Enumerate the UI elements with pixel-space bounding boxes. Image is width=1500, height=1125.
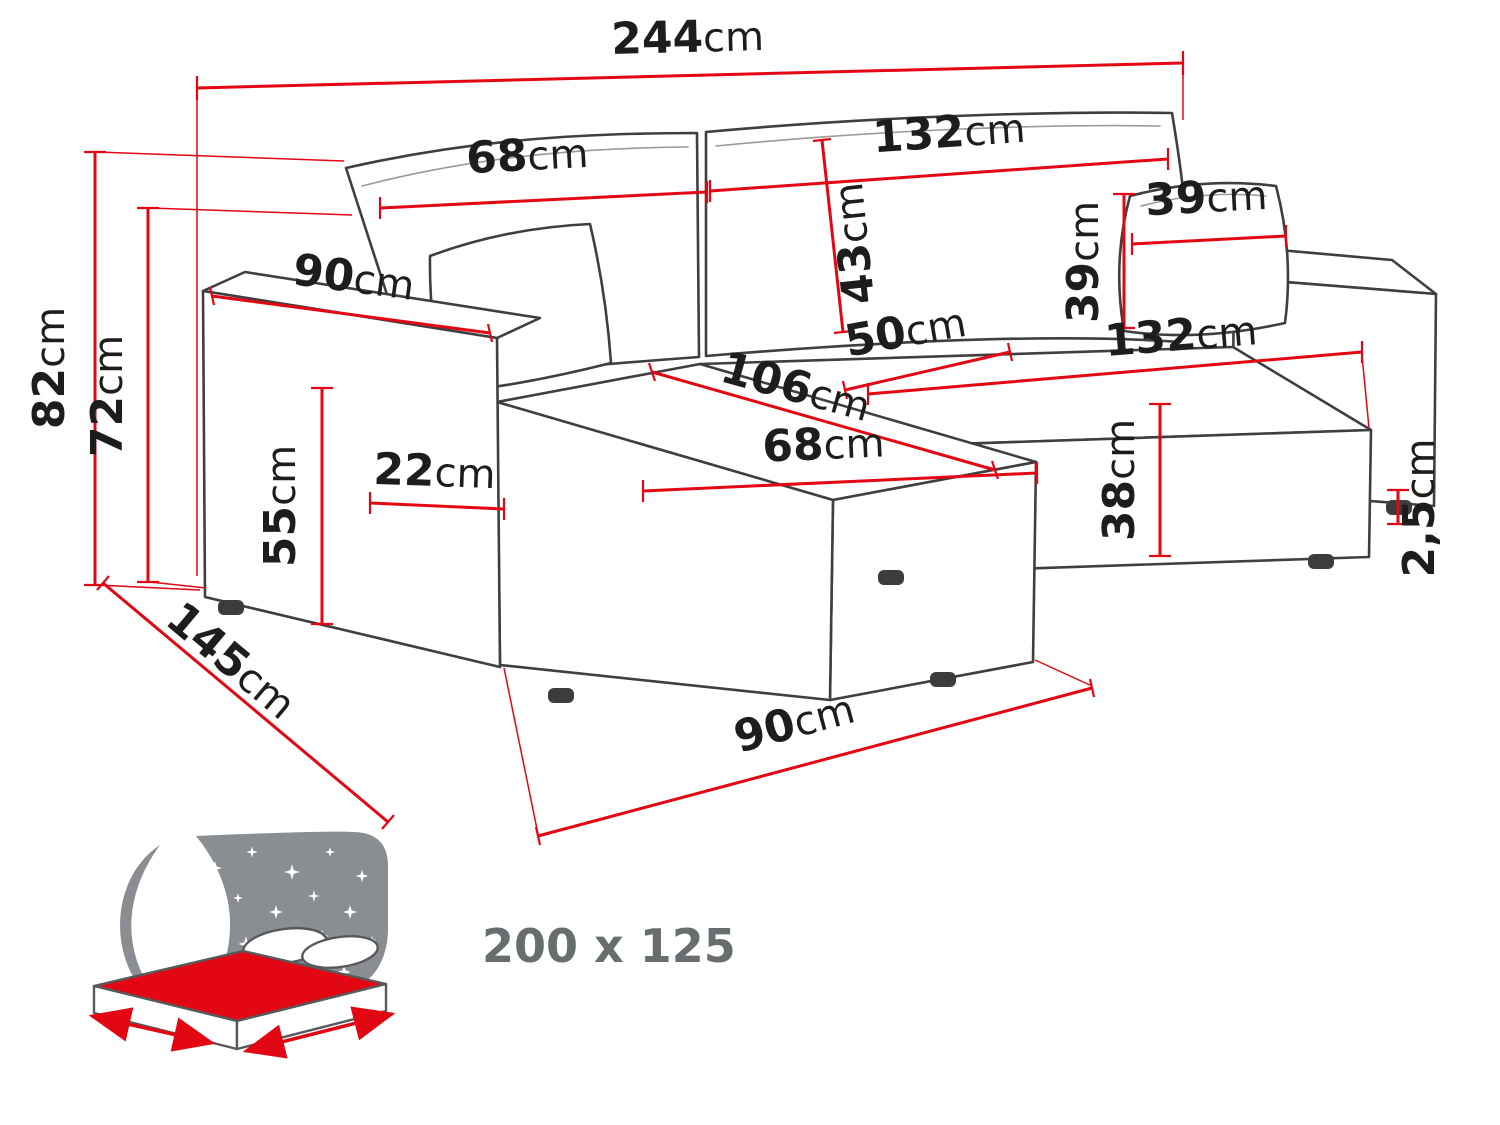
right-pillow-seam	[1140, 193, 1267, 207]
pillow-icon	[301, 935, 379, 969]
dim-label-total-width: 244cm	[611, 10, 765, 65]
dim-label-chaise-seat-width: 68cm	[761, 416, 885, 472]
dim-label-chaise-length: 106cm	[715, 342, 876, 432]
dim-label-leg-height: 2,5cm	[1394, 439, 1445, 578]
backrest-right-seam	[715, 124, 1161, 147]
dim-backrest-height: 72cm	[82, 206, 353, 589]
dim-armrest-width: 22cm	[368, 444, 506, 520]
right-pillow	[1117, 181, 1290, 337]
dim-label-backrest-height: 72cm	[82, 335, 133, 457]
sofa-drawing	[201, 111, 1438, 703]
dim-armrest-height: 55cm	[255, 386, 333, 626]
sofa-leg	[218, 600, 244, 615]
dim-label-seat-depth: 50cm	[841, 296, 970, 367]
backrest-left-seam	[361, 146, 689, 187]
dim-label-armrest-width: 22cm	[373, 444, 497, 499]
length-arrow	[242, 1006, 396, 1059]
dim-label-backrest-right-width: 132cm	[871, 102, 1027, 164]
sofa-leg	[1308, 554, 1334, 569]
dim-backrest-right-width: 132cm	[708, 102, 1170, 202]
dim-chaise-seat-width: 68cm	[641, 416, 1039, 502]
dim-label-backrest-left-width: 68cm	[465, 127, 590, 184]
width-arrow	[88, 1007, 216, 1052]
night-sky-crescent	[120, 845, 165, 1008]
sofa-leg	[878, 570, 904, 585]
sofa-leg	[548, 688, 574, 703]
sleeping-area-icon: 200 x 125	[88, 831, 736, 1059]
dim-seat-depth: 50cm	[841, 296, 1014, 400]
dim-total-height: 82cm	[24, 150, 345, 591]
dim-label-seat-width: 132cm	[1103, 304, 1259, 367]
dim-label-total-height: 82cm	[24, 307, 75, 429]
dim-pillow-height: 39cm	[1058, 192, 1135, 330]
sofa-leg	[930, 672, 956, 687]
dim-label-armrest-depth: 90cm	[290, 244, 418, 311]
dim-backrest-cushion-height: 43cm	[812, 137, 885, 335]
dim-label-seat-height: 38cm	[1094, 419, 1145, 541]
dim-leg-height: 2,5cm	[1387, 439, 1445, 578]
dim-label-armrest-height: 55cm	[255, 445, 306, 567]
dim-label-pillow-height: 39cm	[1058, 201, 1109, 323]
dim-armrest-depth: 90cm	[208, 244, 494, 343]
dim-total-width: 244cm	[195, 10, 1185, 576]
chaise-front	[828, 460, 1038, 702]
sleeping-area-size: 200 x 125	[482, 919, 736, 973]
dim-backrest-left-width: 68cm	[378, 127, 709, 219]
dimension-lines: 244cm 68cm 132cm 43cm 39cm	[24, 10, 1445, 846]
dim-label-pillow-width: 39cm	[1144, 169, 1269, 226]
dim-pillow-width: 39cm	[1130, 169, 1288, 255]
dim-chaise-length: 106cm	[647, 342, 1000, 480]
dim-seat-height: 38cm	[1094, 402, 1171, 558]
dim-label-backrest-cushion-height: 43cm	[822, 180, 885, 307]
dim-seat-width: 132cm	[866, 304, 1370, 429]
